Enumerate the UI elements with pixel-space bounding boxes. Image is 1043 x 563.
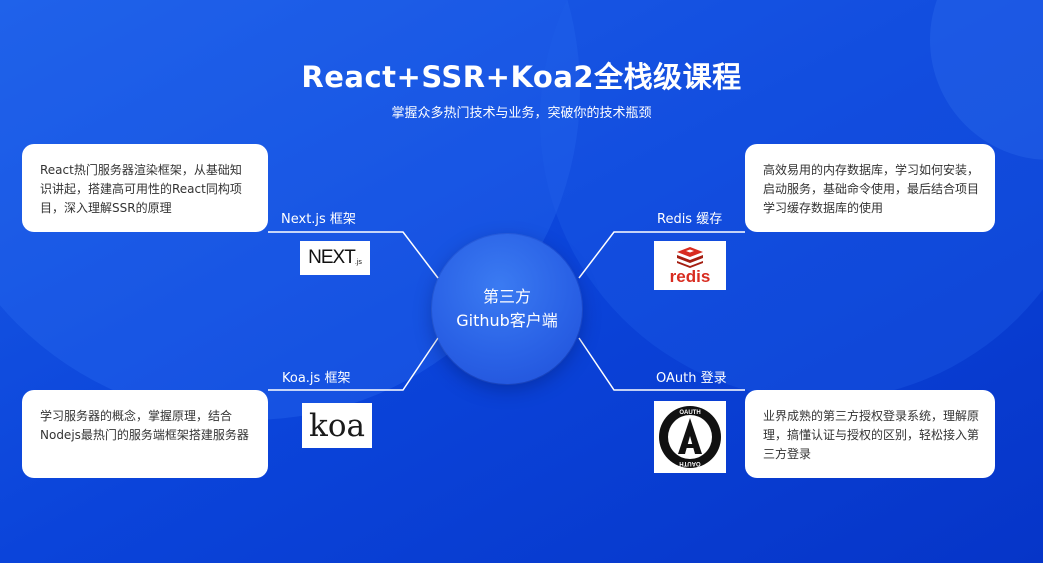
connector-redis	[578, 231, 745, 279]
oauth-badge-top-text: OAUTH	[679, 410, 700, 416]
koa-logo: koa	[302, 403, 372, 448]
koa-label: Koa.js 框架	[282, 371, 351, 386]
center-circle: 第三方 Github客户端	[432, 234, 582, 384]
oauth-badge-icon: OAUTH OAUTH	[659, 406, 721, 468]
center-line2: Github客户端	[456, 311, 558, 330]
oauth-description: 业界成熟的第三方授权登录系统，理解原理，搞懂认证与授权的区别，轻松接入第三方登录	[763, 409, 980, 461]
page-title: React+SSR+Koa2全栈级课程	[301, 60, 742, 94]
oauth-logo: OAUTH OAUTH	[654, 401, 726, 473]
oauth-label: OAuth 登录	[656, 371, 727, 386]
redis-logo-text: redis	[669, 266, 711, 286]
connector-next	[268, 231, 439, 279]
nextjs-logo-suffix: .js	[354, 259, 362, 266]
next-description: React热门服务器渲染框架，从基础知识讲起，搭建高可用性的React同构项目，…	[40, 163, 242, 215]
page-subtitle: 掌握众多热门技术与业务，突破你的技术瓶颈	[391, 106, 652, 121]
redis-card: 高效易用的内存数据库，学习如何安装，启动服务，基础命令使用，最后结合项目学习缓存…	[745, 144, 995, 232]
koa-card: 学习服务器的概念，掌握原理，结合Nodejs最热门的服务端框架搭建服务器	[22, 390, 268, 478]
connector-koa	[268, 337, 439, 391]
next-card: React热门服务器渲染框架，从基础知识讲起，搭建高可用性的React同构项目，…	[22, 144, 268, 232]
oauth-card: 业界成熟的第三方授权登录系统，理解原理，搞懂认证与授权的区别，轻松接入第三方登录	[745, 390, 995, 478]
redis-label: Redis 缓存	[657, 212, 723, 227]
redis-cube-icon	[677, 246, 703, 268]
koa-logo-text: koa	[309, 407, 365, 444]
center-line1: 第三方	[482, 287, 531, 306]
redis-logo: redis	[654, 241, 726, 290]
nextjs-logo: NEXT .js	[300, 241, 370, 275]
nextjs-logo-text: NEXT	[308, 247, 356, 268]
oauth-badge-bottom-text: OAUTH	[679, 460, 700, 466]
koa-description: 学习服务器的概念，掌握原理，结合Nodejs最热门的服务端框架搭建服务器	[40, 409, 249, 442]
redis-description: 高效易用的内存数据库，学习如何安装，启动服务，基础命令使用，最后结合项目学习缓存…	[763, 163, 980, 215]
connector-oauth	[578, 337, 745, 391]
next-label: Next.js 框架	[281, 212, 356, 227]
